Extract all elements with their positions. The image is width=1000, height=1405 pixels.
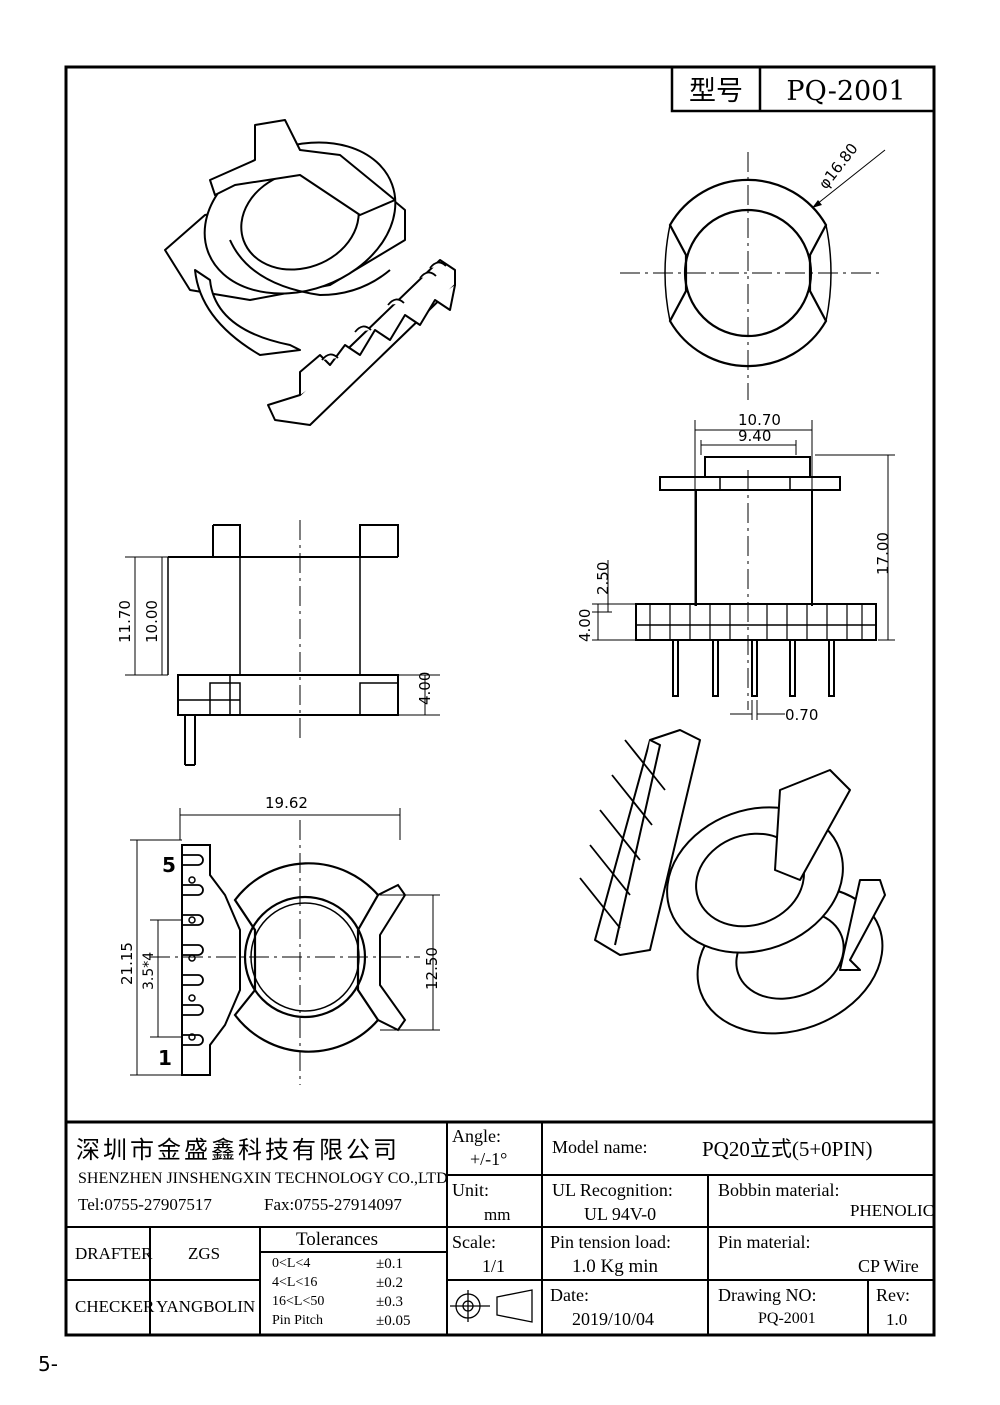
dim-400-side: 4.00 [416,672,434,705]
pin-material-label: Pin material: [718,1232,811,1252]
checker-label: CHECKER [75,1297,155,1316]
tol-value-0: ±0.1 [376,1256,403,1272]
pin-1-label: 1 [158,1046,172,1070]
dim-dia: φ16.80 [815,140,862,193]
dim-1250: 12.50 [423,947,441,990]
angle-label: Angle: [452,1126,501,1146]
dim-width-outer: 10.70 [738,411,781,429]
date-value: 2019/10/04 [572,1309,655,1329]
dim-1170: 11.70 [116,600,134,643]
unit-value: mm [484,1205,511,1224]
bottom-view [130,808,440,1085]
bobbin-label: Bobbin material: [718,1180,840,1200]
dim-pitch: 3.5*4 [141,952,157,990]
drawing-no-value: PQ-2001 [758,1310,816,1327]
tol-value-3: ±0.05 [376,1313,411,1329]
drafter-value: ZGS [188,1244,221,1263]
rev-label: Rev: [876,1285,910,1305]
pin-5-label: 5 [162,853,176,877]
company-name-en: SHENZHEN JINSHENGXIN TECHNOLOGY CO.,LTD [78,1170,448,1187]
tol-value-1: ±0.2 [376,1275,403,1291]
projection-symbol [450,1289,533,1323]
front-elevation [592,420,895,720]
company-tel: Tel:0755-27907517 [78,1195,212,1214]
title-block [66,1120,934,1335]
pin-tension-label: Pin tension load: [550,1232,671,1252]
tol-range-0: 0<L<4 [272,1256,311,1271]
drafter-label: DRAFTER [75,1244,153,1263]
dim-1000: 10.00 [143,600,161,643]
pin-tension-value: 1.0 Kg min [572,1256,659,1277]
angle-value: +/-1° [470,1149,508,1169]
dim-height-total: 17.00 [874,532,892,575]
iso-view-bottom [579,729,886,1035]
ul-label: UL Recognition: [552,1180,673,1200]
tol-value-2: ±0.3 [376,1294,403,1310]
frame-border [64,65,936,1337]
model-label: 型号 [689,76,743,107]
tol-range-2: 16<L<50 [272,1294,325,1309]
date-label: Date: [550,1285,589,1305]
checker-value: YANGBOLIN [156,1297,256,1316]
ul-value: UL 94V-0 [584,1204,657,1224]
plan-view [620,149,886,400]
company-fax: Fax:0755-27914097 [264,1195,402,1214]
dim-pin-070: 0.70 [785,706,818,724]
drawing-no-label: Drawing NO: [718,1285,817,1305]
model-block [670,65,936,113]
side-elevation [125,520,440,766]
dim-250: 2.50 [594,562,612,595]
bobbin-value: PHENOLIC [850,1201,935,1220]
iso-view-top [164,119,456,426]
dim-2115: 21.15 [118,942,136,985]
scale-value: 1/1 [482,1256,506,1276]
company-name-cn: 深圳市金盛鑫科技有限公司 [76,1136,400,1164]
rev-value: 1.0 [886,1310,908,1329]
model-value: PQ-2001 [786,76,905,107]
tolerances-title: Tolerances [296,1229,379,1250]
pin-material-value: CP Wire [858,1256,919,1276]
unit-label: Unit: [452,1180,490,1200]
dim-1962: 19.62 [265,794,308,812]
model-name-value: PQ20立式(5+0PIN) [702,1137,873,1161]
tol-range-3: Pin Pitch [272,1313,323,1328]
scale-label: Scale: [452,1232,496,1252]
dim-400-front: 4.00 [576,609,594,642]
dim-width-inner: 9.40 [738,427,771,445]
page-marker: 5- [38,1352,58,1376]
model-name-label: Model name: [552,1137,648,1157]
tol-range-1: 4<L<16 [272,1275,318,1290]
